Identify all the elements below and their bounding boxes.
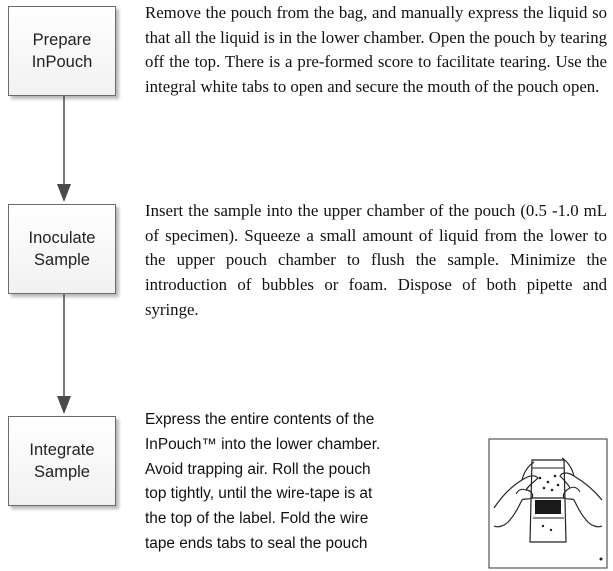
- step-box-inoculate-sample: Inoculate Sample: [8, 204, 116, 294]
- step-box-label: Inoculate Sample: [28, 229, 96, 269]
- step-box-prepare-inpouch: Prepare InPouch: [8, 6, 116, 96]
- step-3-description-line: InPouch™ into the lower chamber.: [145, 435, 381, 453]
- step-3-description: Express the entire contents of the InPou…: [145, 408, 485, 557]
- hands-sealing-pouch-illustration: [488, 438, 608, 569]
- step-1-description: Remove the pouch from the bag, and manua…: [145, 3, 607, 97]
- arrow-2-to-3: [57, 294, 71, 414]
- step-3-description-line: top tightly, until the wire-tape is at: [145, 485, 373, 503]
- step-box-label: Prepare InPouch: [31, 31, 93, 71]
- step-box-integrate-sample: Integrate Sample: [8, 416, 116, 506]
- step-3-description-line: Express the entire contents of the: [145, 411, 375, 428]
- step-3-description-line: tape ends tabs to seal the pouch: [145, 534, 368, 552]
- step-2-description: Insert the sample into the upper chamber…: [145, 201, 607, 319]
- arrow-1-to-2: [57, 96, 71, 202]
- step-3-description-line: the top of the label. Fold the wire: [145, 510, 369, 528]
- step-box-label: Integrate Sample: [29, 441, 95, 481]
- step-3-description-line: Avoid trapping air. Roll the pouch: [145, 460, 371, 478]
